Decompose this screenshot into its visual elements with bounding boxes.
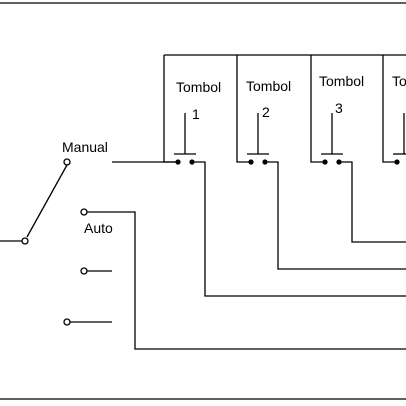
button-4-feed — [382, 55, 397, 163]
push-button-1: Tombol 1 — [163, 55, 406, 297]
button-2-number: 2 — [262, 104, 270, 120]
manual-terminal — [63, 158, 71, 166]
button-1-left-contact — [175, 159, 181, 165]
spare-terminal-2 — [63, 318, 71, 326]
push-button-3: Tombol 3 — [310, 55, 406, 243]
button-4-left-contact — [394, 159, 400, 165]
button-2-left-contact — [248, 159, 254, 165]
button-1-output-wire — [192, 161, 406, 297]
auto-terminal — [80, 208, 88, 216]
auto-label: Auto — [84, 220, 113, 236]
push-button-2: Tombol 2 — [236, 55, 406, 270]
button-3-word: Tombol — [319, 73, 364, 89]
button-2-feed — [236, 55, 251, 163]
switch-lever — [26, 164, 68, 238]
push-button-4: To — [382, 55, 406, 165]
button-2-word: Tombol — [246, 78, 291, 94]
spare-terminal-1 — [80, 267, 88, 275]
button-4-word: To — [392, 73, 406, 89]
button-3-number: 3 — [335, 100, 343, 116]
manual-label: Manual — [62, 139, 108, 155]
button-1-number: 1 — [192, 106, 200, 122]
button-3-output-wire — [339, 161, 406, 243]
button-2-output-wire — [265, 161, 406, 270]
auto-return-wire — [87, 211, 406, 350]
button-3-feed — [310, 55, 325, 163]
switch-pivot-terminal — [21, 237, 29, 245]
button-3-left-contact — [322, 159, 328, 165]
button-1-word: Tombol — [176, 79, 221, 95]
button-1-feed — [163, 55, 178, 163]
